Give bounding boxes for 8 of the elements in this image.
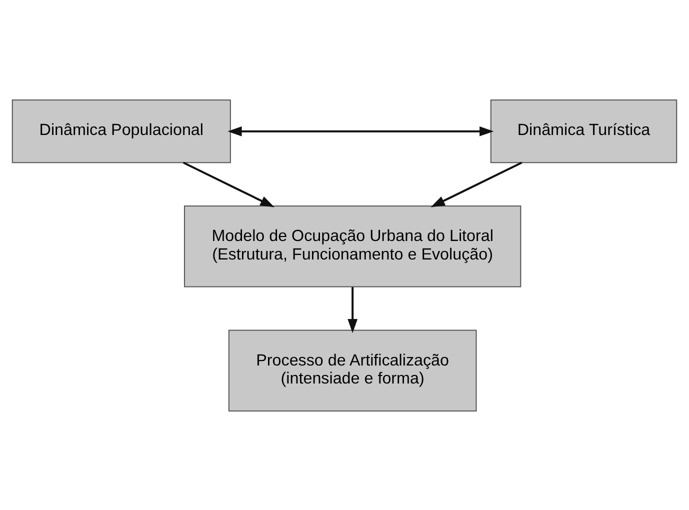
arrow [228, 126, 494, 136]
node-box: Processo de Artificalização (intensiade e forma) [228, 329, 477, 411]
arrow [430, 161, 522, 207]
node-box: Dinâmica Turística [490, 99, 678, 163]
arrow [182, 161, 274, 207]
arrow [348, 286, 358, 333]
node-box: Modelo de Ocupação Urbana do Litoral (Estrutura, Funcionamento e Evolução) [184, 205, 522, 287]
node-box: Dinâmica Populacional [12, 99, 231, 163]
